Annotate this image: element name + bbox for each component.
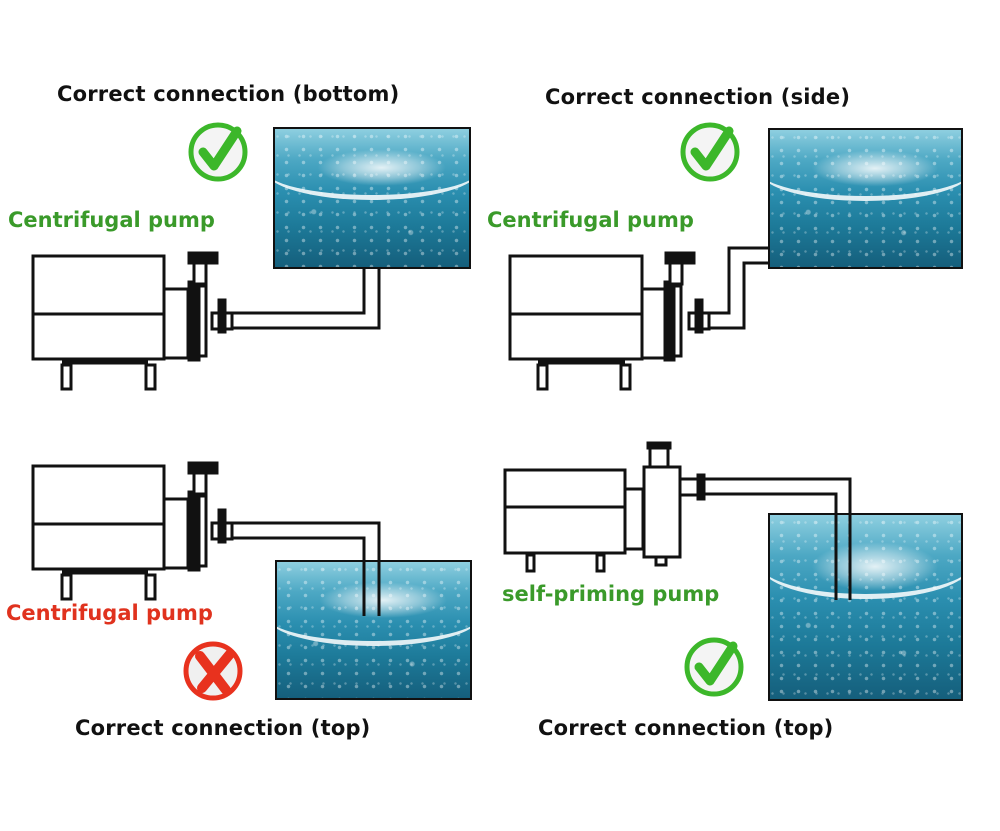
panel-title-top-self-priming: Correct connection (top) — [538, 716, 834, 740]
pump-label-self-priming: self-priming pump — [502, 582, 720, 606]
pump-label-centrifugal-3: Centrifugal pump — [6, 601, 213, 625]
panel-title-top-centrifugal: Correct connection (top) — [75, 716, 371, 740]
pump-label-centrifugal-1: Centrifugal pump — [8, 208, 215, 232]
water-tank-4 — [768, 513, 963, 701]
x-circle-icon — [183, 641, 243, 701]
check-circle-icon — [188, 122, 248, 182]
pump-label-centrifugal-2: Centrifugal pump — [487, 208, 694, 232]
centrifugal-pump-1 — [31, 251, 381, 391]
centrifugal-pump-3 — [31, 461, 381, 616]
check-circle-icon — [680, 122, 740, 182]
self-priming-pump — [503, 441, 852, 600]
water-tank-2 — [768, 128, 963, 269]
water-tank-1 — [273, 127, 471, 269]
water-tank-3 — [275, 560, 472, 700]
panel-title-side: Correct connection (side) — [545, 85, 851, 109]
panel-title-bottom: Correct connection (bottom) — [57, 82, 400, 106]
check-circle-icon — [684, 637, 744, 697]
centrifugal-pump-2 — [508, 246, 768, 391]
